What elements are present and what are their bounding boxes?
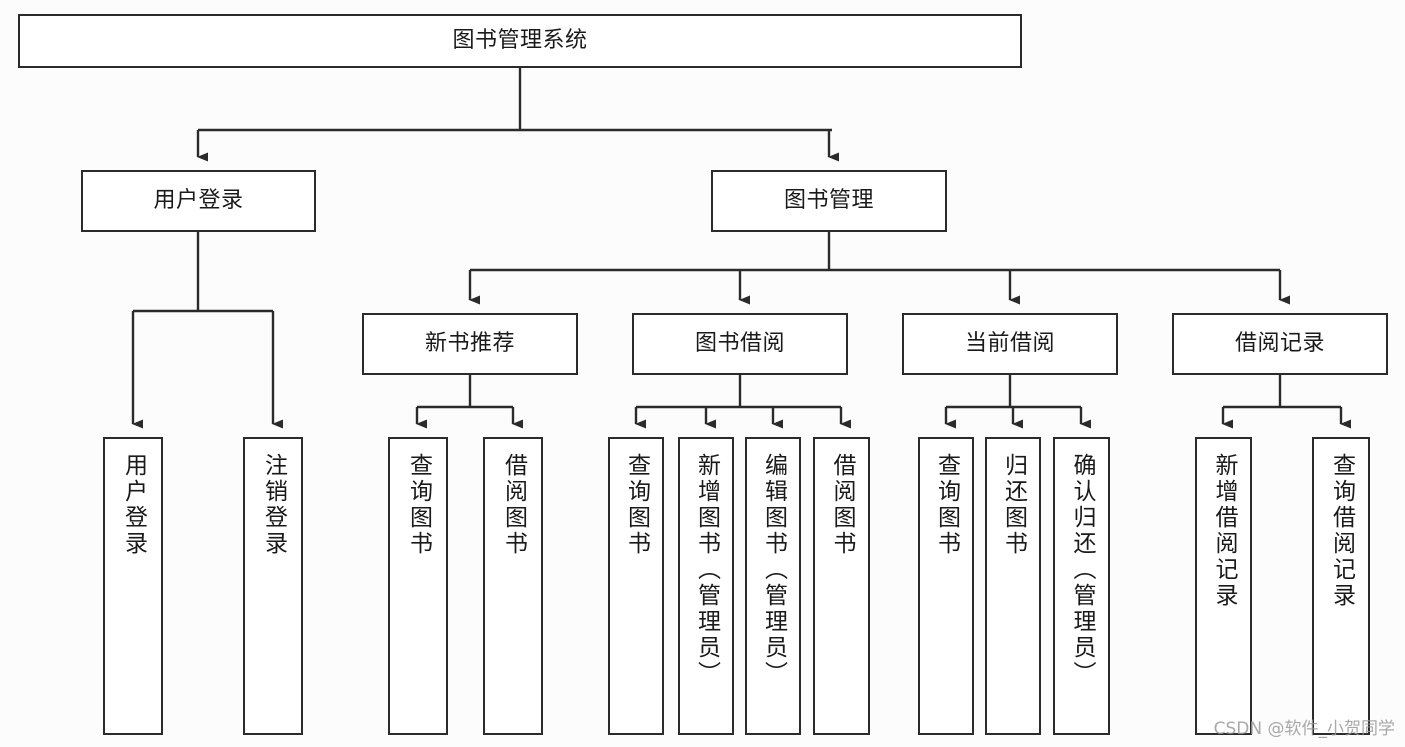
node-book-management[interactable]: 图书管理 bbox=[711, 170, 947, 232]
node-borrow-record[interactable]: 借阅记录 bbox=[1172, 313, 1388, 375]
leaf-borrow-borrow-book[interactable]: 借阅图书 bbox=[813, 437, 870, 735]
node-label: 用户登录 bbox=[153, 188, 244, 214]
node-label: 查询借阅记录 bbox=[1328, 453, 1355, 609]
node-label: 查询图书 bbox=[933, 453, 960, 557]
edge-userlogin-to-leaves bbox=[131, 232, 283, 429]
node-label: 当前借阅 bbox=[964, 331, 1055, 357]
leaf-current-confirm-return-admin[interactable]: 确认归还（管理员） bbox=[1053, 437, 1110, 735]
edge-newbook-to-leaves bbox=[415, 375, 523, 429]
edge-currentborrow-to-leaves bbox=[944, 375, 1091, 429]
leaf-record-query-borrow-record[interactable]: 查询借阅记录 bbox=[1312, 437, 1370, 735]
node-book-borrow[interactable]: 图书借阅 bbox=[632, 313, 848, 375]
edge-bookmgmt-to-level3 bbox=[468, 232, 1290, 305]
node-label: 用户登录 bbox=[120, 453, 147, 557]
edge-root-to-level2 bbox=[196, 68, 839, 162]
edge-borrowrecord-to-leaves bbox=[1221, 375, 1351, 429]
node-label: 借阅图书 bbox=[829, 453, 855, 557]
node-new-book-recommend[interactable]: 新书推荐 bbox=[362, 313, 578, 375]
node-label: 归还图书 bbox=[1000, 453, 1027, 557]
node-label: 编辑图书（管理员） bbox=[760, 453, 787, 687]
leaf-borrow-query-book[interactable]: 查询图书 bbox=[608, 437, 664, 735]
node-label: 注销登录 bbox=[260, 453, 287, 557]
node-label: 新增借阅记录 bbox=[1211, 453, 1237, 609]
watermark-text: CSDN @软件_小贺同学 bbox=[1213, 719, 1395, 739]
node-label: 确认归还（管理员） bbox=[1069, 453, 1095, 687]
leaf-user-login[interactable]: 用户登录 bbox=[103, 437, 163, 735]
leaf-user-logout[interactable]: 注销登录 bbox=[243, 437, 303, 735]
leaf-recommend-query-book[interactable]: 查询图书 bbox=[388, 437, 448, 735]
node-current-borrow[interactable]: 当前借阅 bbox=[902, 313, 1118, 375]
leaf-record-add-borrow-record[interactable]: 新增借阅记录 bbox=[1195, 437, 1252, 735]
node-label: 图书管理系统 bbox=[452, 28, 588, 54]
leaf-borrow-edit-book-admin[interactable]: 编辑图书（管理员） bbox=[745, 437, 801, 735]
node-label: 借阅图书 bbox=[500, 453, 527, 557]
node-label: 借阅记录 bbox=[1234, 331, 1325, 357]
node-label: 查询图书 bbox=[623, 453, 650, 557]
node-label: 新书推荐 bbox=[424, 331, 515, 357]
node-root-library-system[interactable]: 图书管理系统 bbox=[18, 14, 1022, 68]
node-user-login[interactable]: 用户登录 bbox=[81, 170, 316, 232]
leaf-current-return-book[interactable]: 归还图书 bbox=[985, 437, 1041, 735]
leaf-current-query-book[interactable]: 查询图书 bbox=[918, 437, 974, 735]
node-label: 查询图书 bbox=[405, 453, 432, 557]
node-label: 新增图书（管理员） bbox=[693, 453, 720, 687]
node-label: 图书管理 bbox=[783, 188, 874, 214]
edge-bookborrow-to-leaves bbox=[634, 375, 851, 429]
leaf-borrow-add-book-admin[interactable]: 新增图书（管理员） bbox=[678, 437, 734, 735]
leaf-recommend-borrow-book[interactable]: 借阅图书 bbox=[483, 437, 543, 735]
node-label: 图书借阅 bbox=[694, 331, 785, 357]
